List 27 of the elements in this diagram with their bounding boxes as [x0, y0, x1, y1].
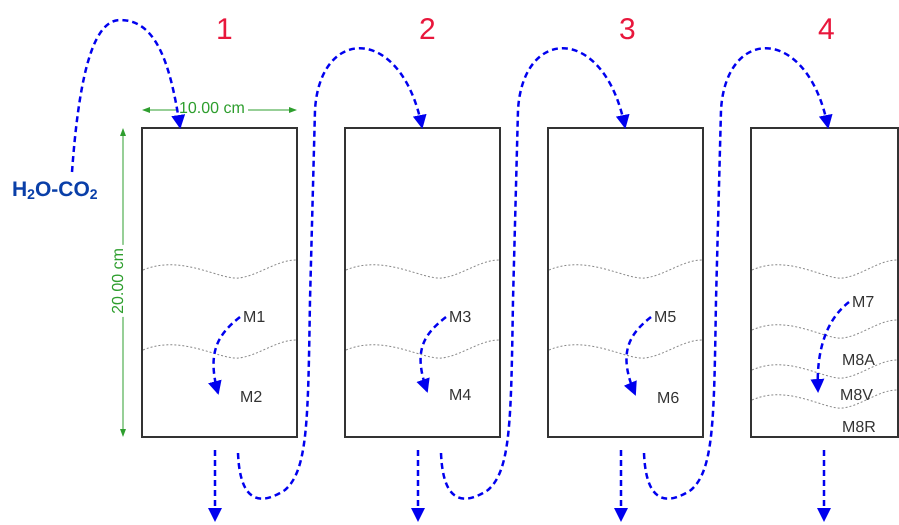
layer-label: M8V — [840, 387, 873, 405]
column-number: 4 — [818, 15, 835, 45]
inflow-label: H$_{2}$O-CO$_{2}$ — [12, 178, 98, 202]
layer-label: M2 — [240, 389, 262, 407]
column-number: 2 — [419, 15, 436, 45]
flow-arrow — [624, 316, 652, 396]
layer-label: M3 — [449, 309, 472, 327]
outflow-arrow — [614, 450, 628, 522]
layer-label: M4 — [449, 387, 472, 405]
flow-arrow — [810, 301, 850, 393]
layer-label: M8R — [842, 419, 876, 437]
flow-arrow — [416, 316, 447, 393]
layer-label: M1 — [243, 309, 266, 327]
column-number: 1 — [216, 15, 233, 45]
outflow-arrow — [817, 450, 831, 522]
layer-label: M5 — [654, 309, 676, 327]
flow-arrow — [642, 47, 832, 500]
column-number: 3 — [619, 15, 636, 45]
layer-label: M8A — [842, 352, 875, 370]
outflow-arrow — [411, 450, 425, 522]
layer-label: M6 — [657, 390, 680, 408]
outflow-arrow — [208, 450, 222, 522]
flow-arrow — [440, 47, 629, 500]
layer-label: M7 — [852, 294, 874, 312]
flow-arrow — [208, 316, 241, 395]
flow-arrow — [70, 18, 185, 172]
flow-arrow — [236, 47, 426, 500]
